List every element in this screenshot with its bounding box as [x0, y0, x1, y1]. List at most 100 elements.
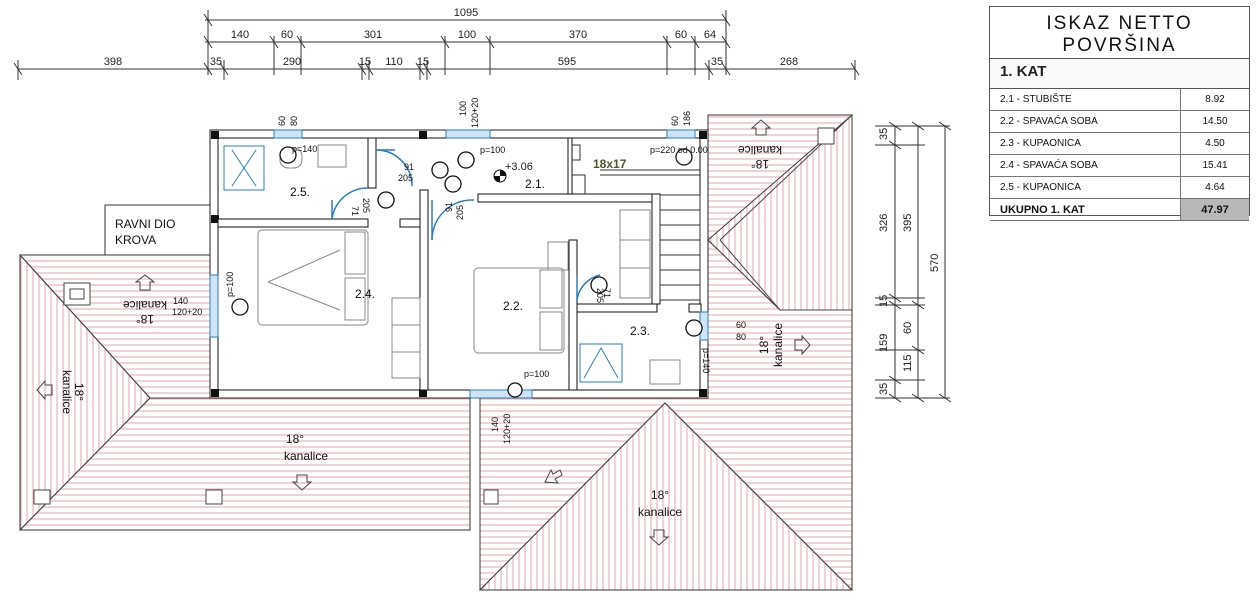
svg-text:80: 80 — [736, 332, 746, 342]
svg-text:p=100: p=100 — [524, 369, 549, 379]
svg-text:159: 159 — [878, 334, 890, 352]
svg-text:91: 91 — [444, 202, 454, 212]
top-dimensions — [13, 10, 860, 80]
roof-material-label: kanalice — [638, 505, 682, 519]
room-name: 2.1 - STUBIŠTE — [990, 89, 1181, 111]
table-row: 2.3 - KUPAONICA 4.50 — [990, 132, 1249, 155]
svg-text:35: 35 — [878, 128, 890, 140]
legend-title-line1: ISKAZ NETTO — [1046, 13, 1193, 34]
table-row: 2.1 - STUBIŠTE 8.92 — [990, 89, 1249, 111]
opening-labels: 60 80 100 120+20 60 186 140 120+20 140 1… — [172, 98, 746, 444]
svg-text:1095: 1095 — [454, 7, 478, 19]
svg-text:60: 60 — [902, 322, 914, 334]
stair-label: 18x17 — [593, 157, 627, 171]
svg-text:71: 71 — [350, 206, 360, 216]
svg-text:64: 64 — [704, 29, 716, 41]
total-row: UKUPNO 1. KAT 47.97 — [990, 198, 1249, 221]
svg-text:91: 91 — [404, 162, 414, 172]
roof-slope-label: 18° — [651, 488, 669, 502]
svg-text:71: 71 — [602, 288, 612, 298]
svg-text:120+20: 120+20 — [470, 98, 480, 128]
room-name: 2.5 - KUPAONICA — [990, 176, 1181, 199]
svg-text:290: 290 — [283, 56, 301, 68]
svg-text:140: 140 — [490, 417, 500, 432]
roof-labels: 18° kanalice 18° kanalice 18° kanalice 1… — [36, 119, 811, 546]
svg-text:115: 115 — [902, 354, 914, 372]
svg-text:15: 15 — [359, 56, 371, 68]
svg-text:60: 60 — [675, 29, 687, 41]
roof-material-label: kanalice — [123, 298, 167, 312]
roof-material-label: kanalice — [738, 143, 782, 157]
svg-text:395: 395 — [902, 214, 914, 232]
svg-text:60: 60 — [281, 29, 293, 41]
doors — [331, 149, 601, 301]
svg-text:80: 80 — [289, 116, 299, 126]
svg-text:p=220 od 0.00: p=220 od 0.00 — [650, 145, 708, 155]
room-area: 4.64 — [1180, 176, 1249, 199]
elevation-label: +3.06 — [505, 161, 533, 173]
svg-text:15: 15 — [878, 295, 890, 307]
room-area: 4.50 — [1180, 132, 1249, 155]
legend-title-line2: POVRŠINA — [1062, 35, 1177, 56]
room-area: 14.50 — [1180, 110, 1249, 133]
elevation-marker: +3.06 — [493, 161, 533, 183]
roof-slope-label: 18° — [751, 157, 769, 171]
staircase — [572, 144, 701, 301]
room-2-3-label: 2.3. — [630, 324, 650, 338]
svg-text:140: 140 — [231, 29, 249, 41]
svg-text:186: 186 — [682, 111, 692, 126]
room-2-4-label: 2.4. — [355, 287, 375, 301]
svg-text:140: 140 — [173, 296, 188, 306]
svg-text:326: 326 — [878, 214, 890, 232]
svg-text:301: 301 — [364, 29, 382, 41]
legend-title: ISKAZ NETTO POVRŠINA — [990, 7, 1249, 59]
svg-text:398: 398 — [104, 56, 122, 68]
top-dimension-labels: 1095 140 60 301 100 370 60 64 398 35 290… — [104, 7, 798, 68]
roof-slope-label: 18° — [757, 336, 771, 354]
svg-text:110: 110 — [385, 56, 403, 68]
table-row: 2.5 - KUPAONICA 4.64 — [990, 176, 1249, 199]
svg-text:p=100: p=100 — [225, 272, 235, 297]
svg-text:100: 100 — [458, 29, 476, 41]
right-dimensions — [875, 121, 952, 403]
svg-text:370: 370 — [569, 29, 587, 41]
total-area: 47.97 — [1180, 198, 1249, 221]
room-2-2-label: 2.2. — [503, 299, 523, 313]
furniture — [223, 144, 681, 385]
right-dimension-labels: 35 326 395 570 15 159 60 115 35 — [878, 128, 941, 395]
svg-text:100: 100 — [458, 101, 468, 116]
total-label: UKUPNO 1. KAT — [990, 198, 1181, 221]
roof-material-label: kanalice — [60, 370, 74, 414]
svg-text:205: 205 — [595, 288, 605, 303]
room-labels: 2.5. 2.1. 2.4. 2.2. 2.3. — [290, 177, 650, 338]
svg-text:205: 205 — [361, 198, 371, 213]
legend-floor-label: 1. KAT — [990, 59, 1249, 89]
svg-text:35: 35 — [210, 56, 222, 68]
table-row: 2.4 - SPAVAĆA SOBA 15.41 — [990, 154, 1249, 177]
svg-text:p=140: p=140 — [701, 348, 711, 373]
roof-slope-label: 18° — [136, 312, 154, 326]
svg-text:120+20: 120+20 — [172, 307, 202, 317]
room-area: 15.41 — [1180, 154, 1249, 177]
room-area: 8.92 — [1180, 89, 1249, 111]
svg-text:p=140: p=140 — [292, 144, 317, 154]
room-2-1-label: 2.1. — [525, 177, 545, 191]
room-name: 2.2 - SPAVAĆA SOBA — [990, 110, 1181, 133]
flat-roof — [104, 204, 211, 256]
flat-roof-label: KROVA — [115, 233, 156, 247]
svg-text:60: 60 — [670, 116, 680, 126]
svg-text:205: 205 — [455, 205, 465, 220]
flat-roof-label: RAVNI DIO — [115, 217, 175, 231]
roof-slope-label: 18° — [286, 432, 304, 446]
room-name: 2.4 - SPAVAĆA SOBA — [990, 154, 1181, 177]
fixtures — [231, 146, 703, 398]
roof — [19, 113, 854, 591]
floor-plan: 18° kanalice 18° kanalice 18° kanalice 1… — [13, 7, 952, 591]
roof-material-label: kanalice — [284, 449, 328, 463]
legend-table: 2.1 - STUBIŠTE 8.92 2.2 - SPAVAĆA SOBA 1… — [990, 89, 1249, 221]
room-2-5-label: 2.5. — [290, 185, 310, 199]
svg-text:570: 570 — [929, 254, 941, 272]
table-row: 2.2 - SPAVAĆA SOBA 14.50 — [990, 110, 1249, 133]
svg-text:35: 35 — [711, 56, 723, 68]
svg-text:60: 60 — [736, 320, 746, 330]
